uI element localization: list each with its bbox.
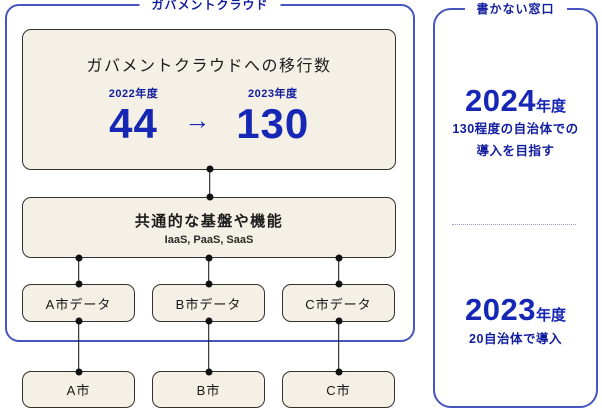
migration-from-column: 2022年度 44 — [109, 85, 158, 145]
connector-line — [205, 165, 214, 201]
migration-count-box: ガバメントクラウドへの移行数 2022年度 44 → 2023年度 130 — [22, 29, 396, 170]
year-2023-heading: 2023年度 — [435, 293, 596, 326]
year-2024-heading: 2024年度 — [435, 84, 596, 117]
node-dot — [335, 317, 342, 325]
year-2024-value: 2024 — [465, 83, 536, 118]
section-divider — [452, 224, 576, 225]
year-2023-description: 20自治体で導入 — [435, 329, 596, 351]
migration-from-value: 44 — [109, 100, 158, 147]
connector-line — [74, 317, 83, 376]
migration-values-row: 2022年度 44 → 2023年度 130 — [109, 85, 310, 145]
arrow-right-icon: → — [184, 105, 211, 135]
node-dot — [335, 254, 342, 262]
common-platform-subtitle: IaaS, PaaS, SaaS — [164, 233, 254, 246]
node-dot — [205, 254, 212, 262]
year-2024-description-line1: 130程度の自治体での — [452, 122, 579, 136]
connector-line — [334, 254, 343, 288]
migration-to-value: 130 — [236, 100, 310, 147]
city-box-a: A市 — [22, 371, 135, 408]
data-box-city-a: A市データ — [22, 284, 135, 322]
node-dot — [206, 193, 213, 201]
kakanai-madoguchi-panel-label: 書かない窓口 — [464, 1, 567, 17]
kakanai-madoguchi-panel: 書かない窓口 2024年度 130程度の自治体での 導入を目指す 2023年度 … — [433, 1, 598, 408]
common-platform-box: 共通的な基盤や機能 IaaS, PaaS, SaaS — [22, 197, 396, 258]
common-platform-title: 共通的な基盤や機能 — [134, 212, 284, 230]
year-2024-description-line2: 導入を目指す — [476, 143, 555, 158]
node-dot — [75, 254, 82, 262]
node-dot — [75, 368, 82, 376]
node-dot — [205, 317, 212, 325]
year-2023-description-line1: 20自治体で導入 — [469, 332, 562, 346]
node-dot — [335, 368, 342, 376]
year-2023-value: 2023 — [465, 292, 536, 327]
migration-from-year-label: 2022年度 — [108, 88, 159, 100]
city-box-c: C市 — [282, 371, 395, 408]
year-2024-description: 130程度の自治体での 導入を目指す — [435, 119, 596, 162]
year-2023-suffix: 年度 — [535, 307, 566, 324]
node-dot — [75, 317, 82, 325]
migration-to-year-label: 2023年度 — [248, 88, 298, 100]
migration-title: ガバメントクラウドへの移行数 — [86, 58, 332, 75]
migration-to-column: 2023年度 130 — [236, 85, 309, 145]
node-dot — [206, 165, 213, 173]
node-dot — [205, 280, 212, 288]
connector-line — [204, 254, 213, 288]
node-dot — [335, 280, 342, 288]
data-box-city-b: B市データ — [152, 284, 265, 322]
connector-line — [204, 317, 213, 376]
gov-cloud-panel-label: ガバメントクラウド — [139, 0, 281, 13]
year-2024-suffix: 年度 — [535, 98, 566, 115]
node-dot — [75, 280, 82, 288]
city-box-b: B市 — [152, 371, 265, 408]
data-box-city-c: C市データ — [282, 284, 395, 322]
connector-line — [74, 254, 83, 288]
connector-line — [334, 317, 343, 376]
node-dot — [205, 368, 212, 376]
